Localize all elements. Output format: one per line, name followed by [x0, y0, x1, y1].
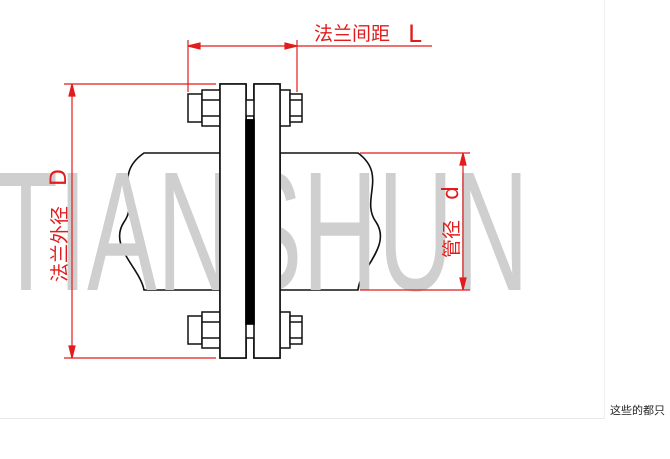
label-flange-spacing: 法兰间距 — [314, 23, 390, 45]
dimension-flange-spacing — [187, 40, 432, 92]
arrow-d-bottom — [459, 277, 467, 291]
arrow-L-right — [284, 42, 298, 50]
label-flange-outer-diameter: 法兰外径 — [49, 206, 71, 282]
pipe-left-outline — [118, 152, 223, 291]
frame-divider-bottom — [0, 418, 605, 419]
nut-top-right — [289, 93, 303, 123]
label-flange-outer-diameter-symbol: D — [47, 169, 72, 186]
arrow-D-bottom — [68, 345, 76, 359]
label-flange-spacing-symbol: L — [408, 20, 422, 48]
dimension-pipe-diameter — [360, 152, 470, 291]
washer-bottom-left — [201, 311, 221, 349]
pipe-right-outline — [279, 152, 382, 291]
dimension-flange-outer-diameter — [64, 83, 216, 359]
arrow-d-top — [459, 152, 467, 166]
label-pipe-diameter-symbol: d — [439, 186, 464, 200]
nut-bottom-left — [187, 315, 203, 345]
washer-top-left — [201, 89, 221, 127]
label-pipe-diameter: 管径 — [441, 220, 463, 258]
nut-bottom-right — [289, 315, 303, 345]
arrow-D-top — [68, 83, 76, 97]
nut-top-left — [187, 93, 203, 123]
washer-bottom-right — [279, 311, 291, 349]
frame-divider-right — [604, 0, 605, 419]
arrow-L-left — [187, 42, 201, 50]
pipe-body — [118, 152, 382, 291]
caption-text: 这些的都只 — [610, 404, 665, 417]
flange-plates-front — [219, 83, 281, 359]
washer-top-right — [279, 89, 291, 127]
